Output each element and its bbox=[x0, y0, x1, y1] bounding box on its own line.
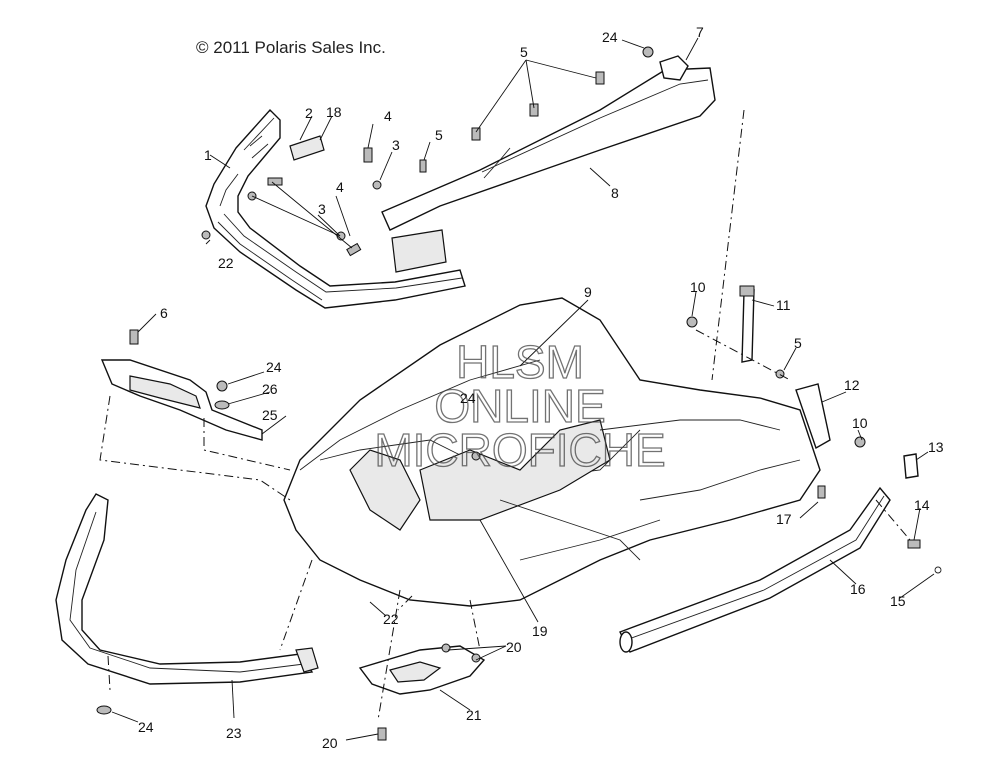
callout-10b: 10 bbox=[852, 415, 868, 431]
part-23-front-strip bbox=[55, 493, 319, 715]
callout-17: 17 bbox=[776, 511, 792, 527]
callout-labels: 1 2 18 4 3 5 4 3 22 5 24 7 8 9 6 24 26 2… bbox=[138, 24, 944, 751]
callout-5a: 5 bbox=[435, 127, 443, 143]
callout-3b: 3 bbox=[318, 201, 326, 217]
callout-23: 23 bbox=[226, 725, 242, 741]
callout-9: 9 bbox=[584, 284, 592, 300]
callout-10a: 10 bbox=[690, 279, 706, 295]
watermark-line-3: MICROFICHE bbox=[374, 424, 665, 476]
callout-24c: 24 bbox=[460, 390, 476, 406]
part-8-bumper bbox=[381, 55, 716, 231]
callout-12: 12 bbox=[844, 377, 860, 393]
copyright-notice: © 2011 Polaris Sales Inc. bbox=[196, 38, 386, 57]
callout-19: 19 bbox=[532, 623, 548, 639]
callout-14: 14 bbox=[914, 497, 930, 513]
callout-26: 26 bbox=[262, 381, 278, 397]
callout-21: 21 bbox=[466, 707, 482, 723]
watermark: HLSM ONLINE MICROFICHE bbox=[374, 335, 667, 476]
parts-11-12-13-brackets bbox=[471, 285, 942, 574]
callout-20b: 20 bbox=[322, 735, 338, 751]
callout-5b: 5 bbox=[520, 44, 528, 60]
callout-18: 18 bbox=[326, 104, 342, 120]
callout-3a: 3 bbox=[392, 137, 400, 153]
callout-5c: 5 bbox=[794, 335, 802, 351]
callout-15: 15 bbox=[890, 593, 906, 609]
callout-25: 25 bbox=[262, 407, 278, 423]
hardware-part-1 bbox=[201, 147, 427, 257]
callout-24b: 24 bbox=[266, 359, 282, 375]
callout-20a: 20 bbox=[506, 639, 522, 655]
callout-1: 1 bbox=[204, 147, 212, 163]
callout-13: 13 bbox=[928, 439, 944, 455]
watermark-line-2: ONLINE bbox=[434, 380, 605, 432]
part-25-deflector bbox=[100, 329, 263, 441]
callout-7: 7 bbox=[696, 24, 704, 40]
callout-8: 8 bbox=[611, 185, 619, 201]
callout-4b: 4 bbox=[336, 179, 344, 195]
part-18-decal bbox=[289, 135, 325, 161]
assembly-dash-lines bbox=[99, 109, 911, 721]
callout-24d: 24 bbox=[138, 719, 154, 735]
part-21-skid-plate bbox=[358, 643, 486, 741]
callout-6: 6 bbox=[160, 305, 168, 321]
leader-lines bbox=[111, 37, 935, 741]
main-body-panel bbox=[283, 297, 821, 607]
callout-11: 11 bbox=[776, 297, 791, 313]
watermark-line-1: HLSM bbox=[456, 336, 584, 388]
part-1-nose-cap bbox=[205, 108, 466, 309]
callout-16: 16 bbox=[850, 581, 866, 597]
callout-4a: 4 bbox=[384, 108, 392, 124]
callout-24a: 24 bbox=[602, 29, 618, 45]
callout-22a: 22 bbox=[218, 255, 234, 271]
part-16-rear-bar bbox=[619, 486, 891, 653]
callout-22b: 22 bbox=[383, 611, 399, 627]
callout-2: 2 bbox=[305, 105, 313, 121]
